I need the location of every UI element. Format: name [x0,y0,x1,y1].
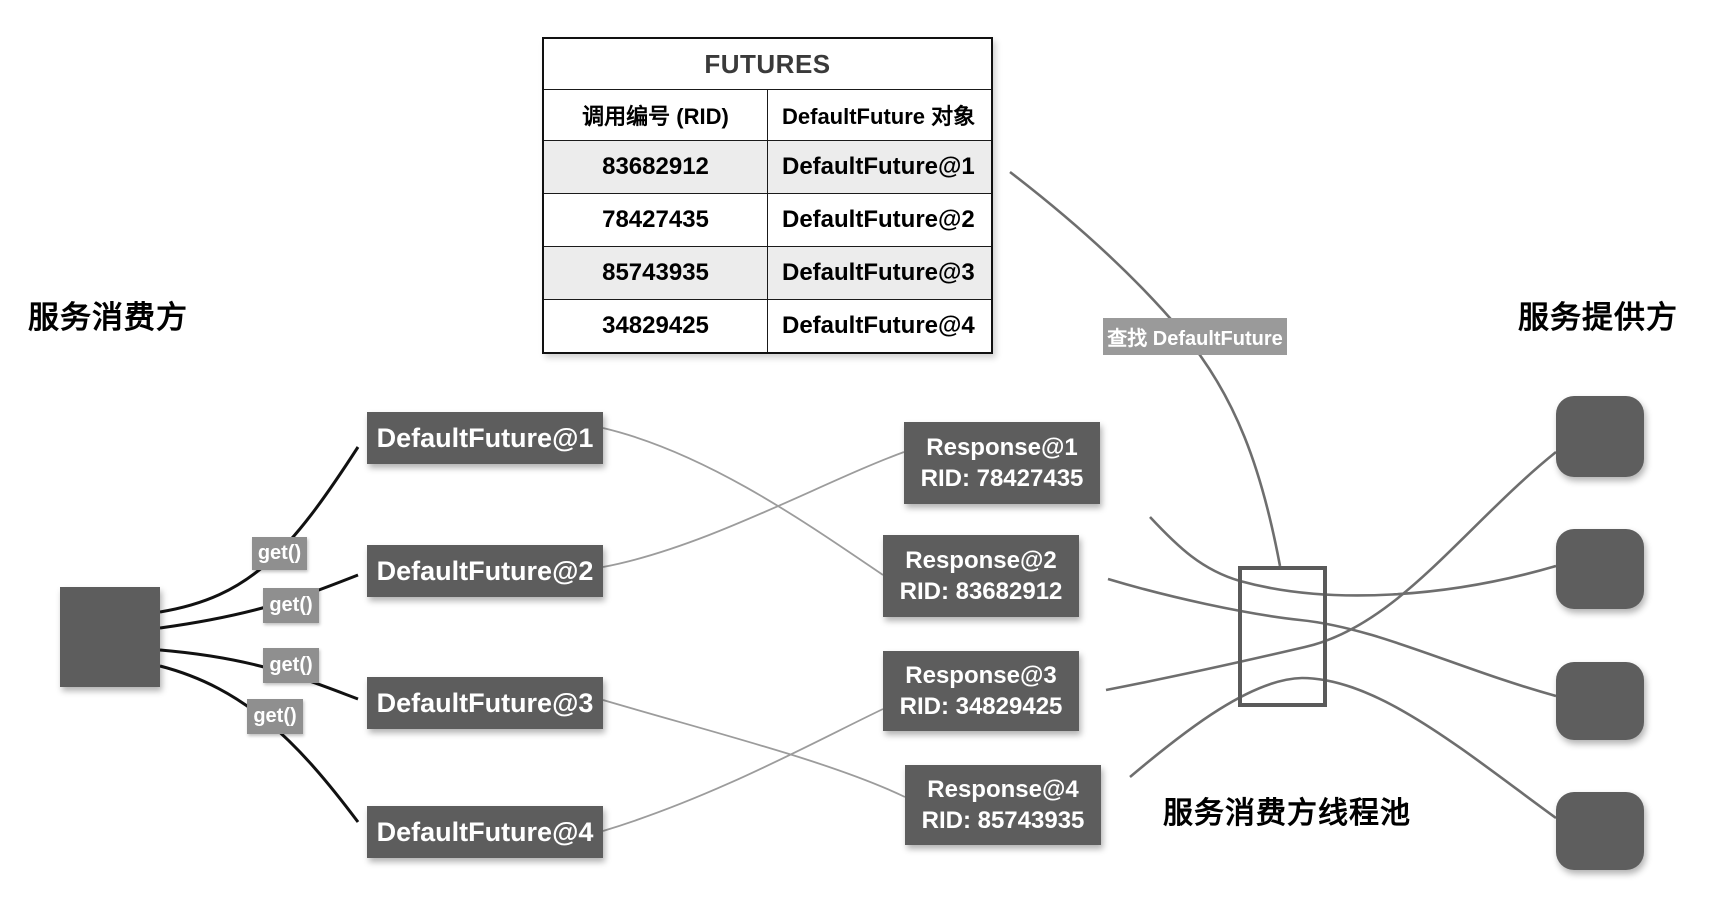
table-cell-rid: 85743935 [542,246,768,300]
futures-table-title: FUTURES [542,37,993,90]
lookup-label: 查找 DefaultFuture [1103,318,1287,355]
provider-node-1 [1556,396,1644,477]
consumer-label: 服务消费方 [28,300,188,335]
future-box-1: DefaultFuture@1 [367,412,603,464]
get-label-3: get() [263,648,319,683]
thread-pool-rect [1238,566,1327,707]
provider-node-2 [1556,529,1644,609]
response-rid: RID: 83682912 [899,578,1063,605]
future-box-4: DefaultFuture@4 [367,806,603,858]
provider-label: 服务提供方 [1518,300,1678,335]
line-future2-to-response1 [602,451,905,568]
response-box-4: Response@4 RID: 85743935 [905,765,1101,845]
thread-pool-label: 服务消费方线程池 [1163,797,1411,830]
response-title: Response@2 [905,547,1057,574]
response-box-3: Response@3 RID: 34829425 [883,651,1079,731]
table-cell-rid: 83682912 [542,140,768,194]
futures-table: FUTURES 调用编号 (RID) DefaultFuture 对象 8368… [542,37,993,354]
response-title: Response@1 [926,434,1078,461]
table-row: 34829425 DefaultFuture@4 [542,299,993,354]
response-box-1: Response@1 RID: 78427435 [904,422,1100,504]
table-cell-object: DefaultFuture@3 [767,246,993,300]
response-box-2: Response@2 RID: 83682912 [883,535,1079,617]
arrow-provider1-to-response3 [1105,450,1557,692]
table-row: 78427435 DefaultFuture@2 [542,193,993,247]
line-future3-to-response4 [602,699,906,798]
table-row: 85743935 DefaultFuture@3 [542,246,993,300]
table-row: 83682912 DefaultFuture@1 [542,140,993,194]
provider-node-3 [1556,662,1644,740]
response-rid: RID: 34829425 [899,693,1063,720]
line-future4-to-response3 [602,708,884,832]
line-future1-to-response2 [602,427,884,576]
arrow-provider3-to-response2 [1107,577,1557,698]
arrow-consumer-to-future2 [159,573,359,630]
consumer-node [60,587,160,687]
table-cell-rid: 34829425 [542,299,768,354]
table-cell-object: DefaultFuture@4 [767,299,993,354]
get-label-2: get() [263,588,319,623]
table-cell-object: DefaultFuture@2 [767,193,993,247]
arrow-provider2-to-response1 [1149,516,1557,597]
response-rid: RID: 85743935 [921,807,1085,834]
arrow-provider4-to-response4 [1129,676,1557,820]
table-cell-object: DefaultFuture@1 [767,140,993,194]
response-title: Response@3 [905,662,1057,689]
get-label-1: get() [252,537,307,570]
future-box-2: DefaultFuture@2 [367,545,603,597]
arrow-lookup-defaultfuture [1009,170,1282,567]
futures-table-col-object: DefaultFuture 对象 [767,89,993,141]
table-cell-rid: 78427435 [542,193,768,247]
future-box-3: DefaultFuture@3 [367,677,603,729]
get-label-4: get() [247,699,303,734]
provider-node-4 [1556,792,1644,870]
response-title: Response@4 [927,776,1079,803]
futures-table-col-rid: 调用编号 (RID) [542,89,768,141]
response-rid: RID: 78427435 [920,465,1084,492]
